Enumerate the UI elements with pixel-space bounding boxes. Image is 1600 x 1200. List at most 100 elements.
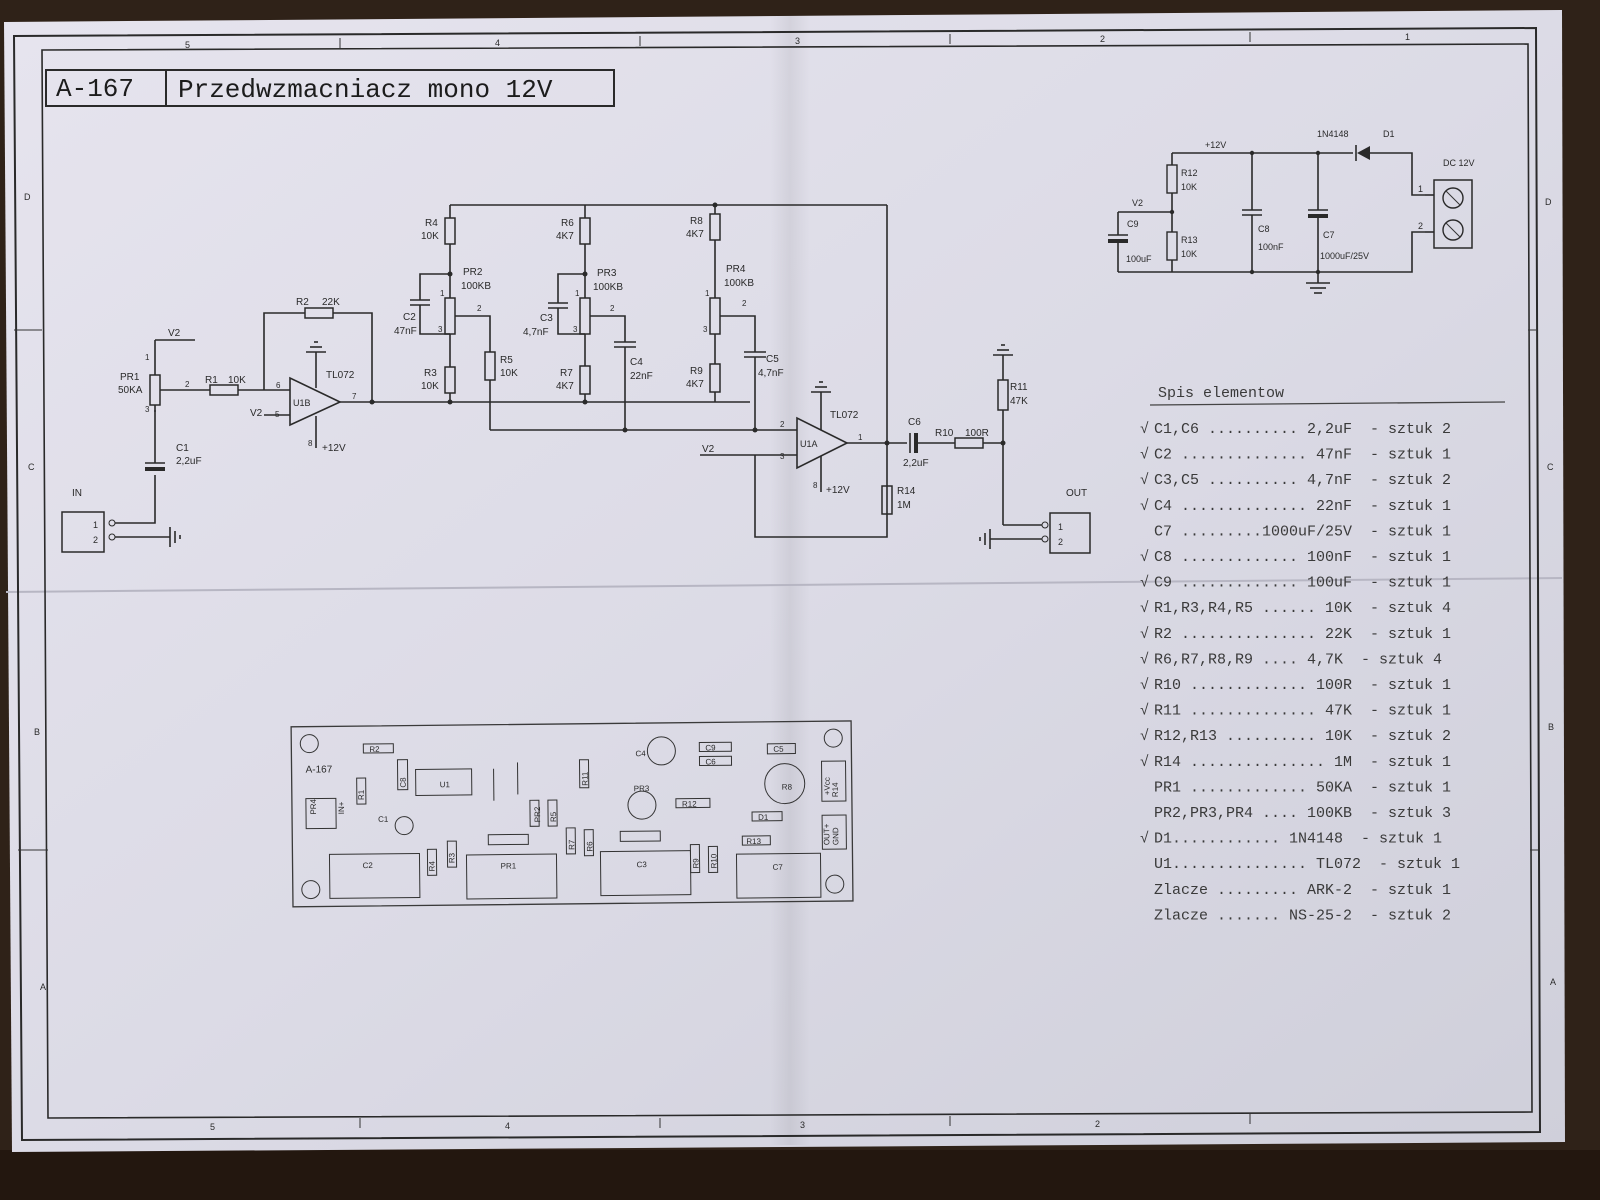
u1a-pin-2: 2 <box>780 420 785 429</box>
power-supply-schematic: +12V R12 10K R13 10K V2 C9 100uF C8 100n… <box>1108 129 1475 294</box>
r9-value: 4K7 <box>686 379 704 390</box>
u1a-pin-8: 8 <box>813 481 818 490</box>
pcb-part-label: C7 <box>773 863 784 872</box>
c6-value: 2,2uF <box>903 458 929 469</box>
ps-rail-label: +12V <box>1205 140 1226 150</box>
c1-ref: C1 <box>176 443 189 454</box>
dc-input-connector: DC 12V 1 2 <box>1418 158 1475 249</box>
r8-value: 4K7 <box>686 229 704 240</box>
frame-bottom-zone-3: 3 <box>800 1120 805 1130</box>
r13-ref: R13 <box>1181 235 1198 245</box>
pcb-part-label: PR1 <box>501 861 517 870</box>
bom-row: R10 ............. 100R - sztuk 1 <box>1154 677 1451 694</box>
bom-row-check: √ <box>1140 548 1149 566</box>
bom-row: D1............ 1N4148 - sztuk 1 <box>1154 831 1442 848</box>
ps-v2-label: V2 <box>1132 198 1143 208</box>
r6-value: 4K7 <box>556 231 574 242</box>
bom-row-check: √ <box>1140 599 1149 617</box>
pr2-value: 100KB <box>461 281 491 292</box>
pr4-ref: PR4 <box>726 264 746 275</box>
frame-left-zone-d: D <box>24 192 31 202</box>
r7-ref: R7 <box>560 368 573 379</box>
pr4-value: 100KB <box>724 278 754 289</box>
r2-ref: R2 <box>296 297 309 308</box>
bom-row: R2 ............... 22K - sztuk 1 <box>1154 626 1451 643</box>
pr4-pin-1: 1 <box>705 289 710 298</box>
title-block: A-167 Przedwzmacniacz mono 12V <box>45 69 615 107</box>
frame-right-zone-b: B <box>1548 722 1554 732</box>
c7-ref: C7 <box>1323 230 1335 240</box>
c2-ref: C2 <box>403 312 416 323</box>
page-title: Przedwzmacniacz mono 12V <box>178 75 553 105</box>
pr3-pin-3: 3 <box>573 325 578 334</box>
frame-left-zone-a: A <box>40 982 46 992</box>
bom-row: Zlacze ......... ARK-2 - sztuk 1 <box>1154 882 1451 899</box>
bom-row: R1,R3,R4,R5 ...... 10K - sztuk 4 <box>1154 600 1451 617</box>
bom-row-check: √ <box>1140 625 1149 643</box>
u1b-pin-5: 5 <box>275 410 280 419</box>
bom-row: C8 ............. 100nF - sztuk 1 <box>1154 549 1451 566</box>
pcb-part-label: OUT+ <box>822 823 831 845</box>
pr3-value: 100KB <box>593 282 623 293</box>
bom-row-check: √ <box>1140 574 1149 592</box>
d1-ref: D1 <box>1383 129 1395 139</box>
pcb-part-label: R13 <box>746 837 761 846</box>
connector-out-pin-1: 1 <box>1058 522 1063 532</box>
bom-row-check: √ <box>1140 753 1149 771</box>
ground-in <box>169 527 181 547</box>
pr4-pin-3: 3 <box>703 325 708 334</box>
u1a-pin-1: 1 <box>858 433 863 442</box>
r9-ref: R9 <box>690 366 703 377</box>
pcb-part-label: R7 <box>567 839 576 850</box>
r14-ref: R14 <box>897 486 916 497</box>
u1a-pin-3: 3 <box>780 452 785 461</box>
u1b-pin-8: 8 <box>308 439 313 448</box>
dc-input-label: DC 12V <box>1443 158 1475 168</box>
pcb-part-label: C3 <box>637 860 648 869</box>
pcb-part-label: PR2 <box>533 806 542 822</box>
bom-row: R6,R7,R8,R9 .... 4,7K - sztuk 4 <box>1154 651 1442 668</box>
pcb-part-label: C5 <box>773 745 784 754</box>
frame-top-zone-3: 3 <box>795 36 800 46</box>
diode-d1: 1N4148 D1 <box>1317 129 1425 196</box>
connector-in-pin-2: 2 <box>93 535 98 545</box>
capacitor-c6: C6 2,2uF <box>903 417 955 469</box>
pcb-part-label: C6 <box>705 757 716 766</box>
pcb-part-label: +Vcc <box>823 777 832 795</box>
c9-value: 100uF <box>1126 254 1152 264</box>
pcb-part-label: GND <box>831 827 840 845</box>
resistor-r14: R14 1M <box>881 485 916 515</box>
r12-value: 10K <box>1181 182 1197 192</box>
r2-value: 22K <box>322 297 340 308</box>
bom-row-check: √ <box>1140 446 1149 464</box>
r14-value: 1M <box>897 500 911 511</box>
bom-row: PR2,PR3,PR4 .... 100KB - sztuk 3 <box>1154 805 1451 822</box>
pcb-part-label: C8 <box>399 777 408 788</box>
frame-left-zone-c: C <box>28 462 35 472</box>
pcb-part-label: R6 <box>585 841 594 852</box>
pr2-pin-2: 2 <box>477 304 482 313</box>
pcb-part-label: R2 <box>369 745 380 754</box>
drawing-frame: 5 4 3 2 1 5 4 3 2 D C B A D C B A <box>12 26 1556 1142</box>
resistor-r11: R11 47K <box>993 344 1028 525</box>
tone-stage-pr3: R6 4K7 PR3 100KB C3 4,7nF C4 22nF R7 4K7… <box>523 205 653 430</box>
pcb-part-label: PR4 <box>309 798 318 814</box>
resistor-r10: R10 100R <box>935 428 1003 449</box>
pcb-part-label: R5 <box>549 811 558 822</box>
pcb-part-label: R11 <box>581 771 590 786</box>
resistor-r2: R2 22K <box>263 297 373 402</box>
bom-row: R14 ............... 1M - sztuk 1 <box>1154 754 1451 771</box>
c7-value: 1000uF/25V <box>1320 251 1369 261</box>
opamp-u1a: U1A TL072 V2 +12V 1 2 3 8 <box>700 381 907 496</box>
bom-row-check: √ <box>1140 471 1149 489</box>
pr2-pin-3: 3 <box>438 325 443 334</box>
pr3-pin-1: 1 <box>575 289 580 298</box>
bom-row-check: √ <box>1140 650 1149 668</box>
connector-out-pin-2: 2 <box>1058 537 1063 547</box>
r5-ref: R5 <box>500 355 513 366</box>
c3-ref: C3 <box>540 313 553 324</box>
r1-ref: R1 <box>205 375 218 386</box>
connector-in-label: IN <box>72 488 82 499</box>
pcb-part-label: R3 <box>447 852 456 863</box>
